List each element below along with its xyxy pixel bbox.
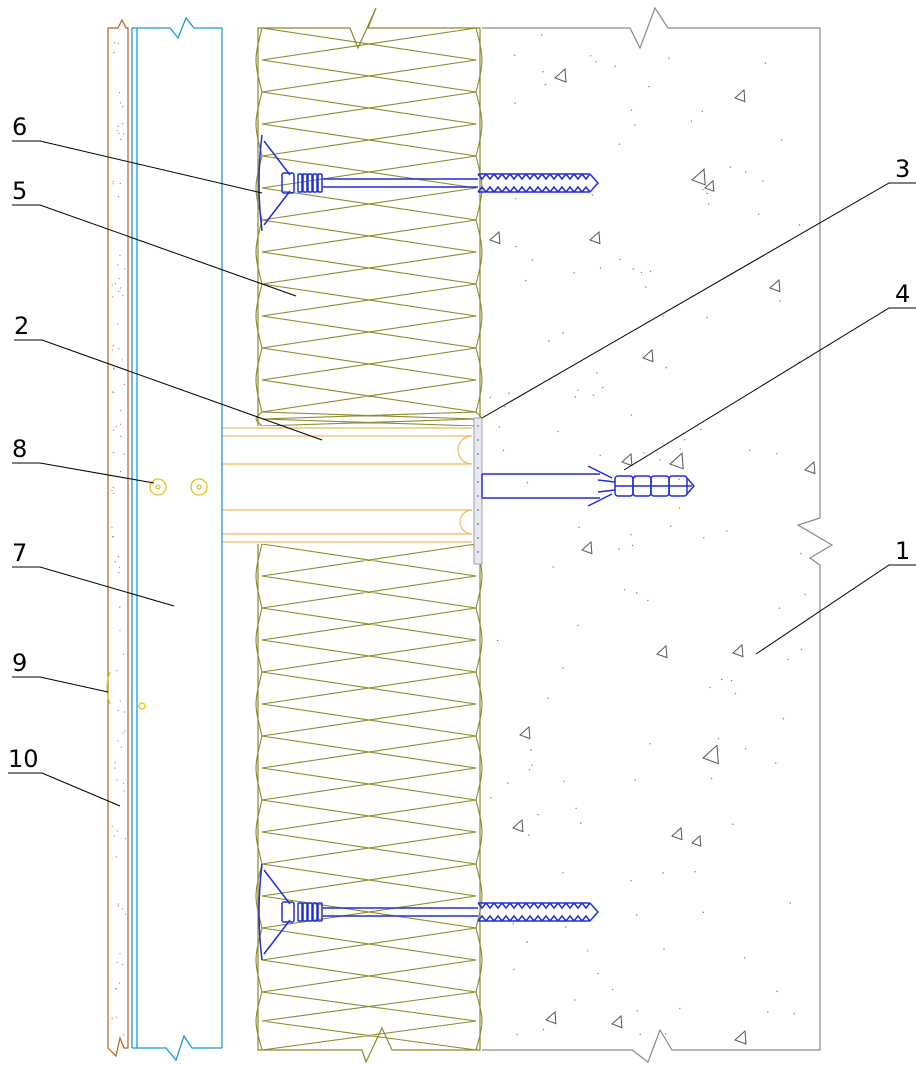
cladding-panel [131, 16, 223, 1062]
callout-1: 1 [895, 537, 910, 565]
leader-lines [8, 140, 916, 807]
callout-3: 3 [895, 155, 910, 183]
callout-5: 5 [12, 177, 27, 205]
callout-7: 7 [12, 539, 27, 567]
callout-2: 2 [14, 312, 29, 340]
concrete-wall [482, 6, 834, 1063]
callout-labels: 6 5 2 8 7 9 10 3 4 1 [8, 113, 910, 773]
concrete-speckles [489, 34, 806, 1036]
concrete-aggregate [489, 67, 816, 1045]
callout-6: 6 [12, 113, 27, 141]
anchor-dowel [481, 465, 695, 507]
insulation-dowel-top [258, 134, 600, 232]
callout-4: 4 [895, 280, 910, 308]
facing-board [107, 18, 129, 1058]
callout-8: 8 [12, 435, 27, 463]
callout-9: 9 [12, 649, 27, 677]
rivets [106, 478, 208, 710]
mineral-wool-insulation [255, 7, 483, 1064]
insulation-dowel-bottom [258, 863, 600, 961]
bracket [222, 417, 483, 565]
callout-10: 10 [8, 745, 39, 773]
